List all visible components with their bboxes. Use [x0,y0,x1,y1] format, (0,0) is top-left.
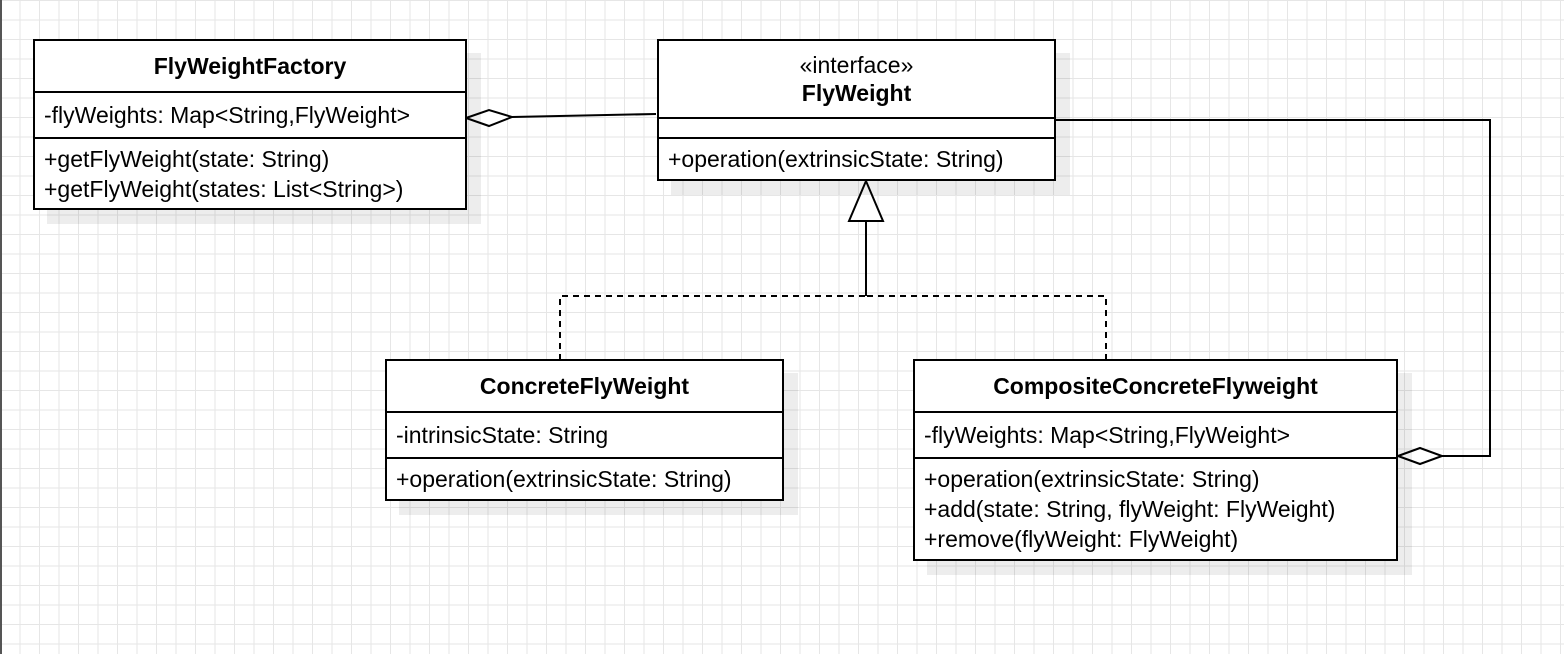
operation: +add(state: String, flyWeight: FlyWeight… [924,496,1336,522]
operation: +operation(extrinsicState: String) [668,146,1004,172]
attributes-section [659,117,1054,137]
class-name-section: CompositeConcreteFlyweight [915,361,1396,411]
operation: +operation(extrinsicState: String) [396,466,732,492]
class-name-section: «interface» FlyWeight [659,41,1054,117]
realization-concrete-line[interactable] [559,295,866,360]
class-name: FlyWeightFactory [153,53,347,79]
class-concrete-flyweight[interactable]: ConcreteFlyWeight -intrinsicState: Strin… [385,359,784,501]
operation: +getFlyWeight(states: List<String>) [44,175,404,202]
operations-section: +operation(extrinsicState: String) [659,137,1054,179]
attribute: -flyWeights: Map<String,FlyWeight> [44,102,411,128]
operations-section: +getFlyWeight(state: String) +getFlyWeig… [35,137,465,208]
operations-section: +operation(extrinsicState: String) [387,457,782,499]
canvas-left-edge [0,0,2,654]
operation: +operation(extrinsicState: String) [924,466,1260,492]
factory-aggregation-line[interactable] [511,113,657,118]
attributes-section: -flyWeights: Map<String,FlyWeight> [915,411,1396,457]
operations-section: +operation(extrinsicState: String) +add(… [915,457,1396,559]
interface-flyweight[interactable]: «interface» FlyWeight +operation(extrins… [657,39,1056,181]
class-name: ConcreteFlyWeight [479,373,690,399]
class-flyweight-factory[interactable]: FlyWeightFactory -flyWeights: Map<String… [33,39,467,210]
class-name-section: ConcreteFlyWeight [387,361,782,411]
class-name: CompositeConcreteFlyweight [993,373,1318,399]
class-name-section: FlyWeightFactory [35,41,465,91]
stereotype-label: «interface» [799,52,914,78]
realization-arrowhead[interactable] [847,178,885,222]
realization-composite-line[interactable] [866,295,1107,360]
attributes-section: -flyWeights: Map<String,FlyWeight> [35,91,465,137]
operation: +getFlyWeight(state: String) [44,145,330,172]
composite-aggregation-diamond[interactable] [1395,446,1445,466]
composite-aggregation-line[interactable] [1056,119,1491,457]
operation: +remove(flyWeight: FlyWeight) [924,526,1239,552]
attribute: -flyWeights: Map<String,FlyWeight> [924,422,1291,448]
attribute: -intrinsicState: String [396,422,609,448]
class-composite-concrete-flyweight[interactable]: CompositeConcreteFlyweight -flyWeights: … [913,359,1398,561]
class-name: FlyWeight [801,80,912,106]
attributes-section: -intrinsicState: String [387,411,782,457]
factory-aggregation-diamond[interactable] [462,108,516,128]
